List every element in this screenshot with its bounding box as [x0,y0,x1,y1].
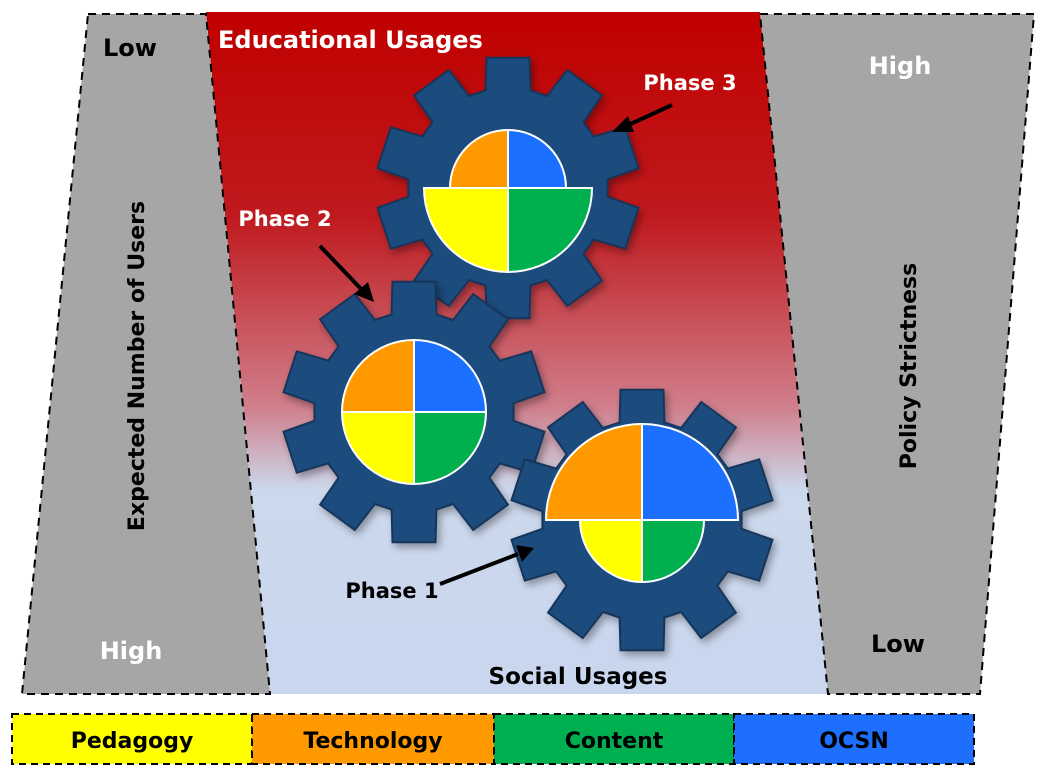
pedagogy-quadrant [340,411,415,486]
phase-3-label: Phase 3 [643,71,736,95]
left-axis-bottom-label: High [100,637,163,665]
right-axis-top-label: High [869,52,932,80]
legend-label: Technology [303,729,442,754]
left-axis-title: Expected Number of Users [125,201,150,531]
ocsn-quadrant [641,422,740,521]
right-axis-bottom-label: Low [871,630,925,658]
ocsn-quadrant [413,338,488,413]
legend-label: OCSN [819,729,889,754]
content-quadrant [507,187,594,274]
content-quadrant [413,411,488,486]
left-axis-panel [20,13,272,695]
content-quadrant [641,519,706,584]
technology-quadrant [544,422,643,521]
left-axis-top-label: Low [103,34,157,62]
right-axis-title: Policy Strictness [897,263,922,469]
legend-label: Content [565,729,664,754]
legend-item-content: Content [493,713,735,765]
technology-quadrant [448,128,509,189]
legend: Pedagogy Technology Content OCSN [11,713,975,765]
phase-1-gear [510,388,774,652]
right-axis-panel [758,13,1036,695]
social-usages-label: Social Usages [489,664,668,690]
phase-1-arrow [439,545,534,586]
phase-3-arrow [612,103,673,132]
ocsn-quadrant [507,128,568,189]
legend-item-technology: Technology [251,713,495,765]
legend-item-ocsn: OCSN [733,713,975,765]
phase-3-gear [376,56,640,320]
legend-label: Pedagogy [71,729,194,754]
phase-2-arrow [318,244,374,302]
pedagogy-quadrant [578,519,643,584]
phase-1-label: Phase 1 [345,579,438,603]
phase-2-gear [282,280,546,544]
legend-item-pedagogy: Pedagogy [11,713,253,765]
phase-2-label: Phase 2 [238,207,331,231]
technology-quadrant [340,338,415,413]
educational-usages-label: Educational Usages [218,26,483,54]
pedagogy-quadrant [422,187,509,274]
